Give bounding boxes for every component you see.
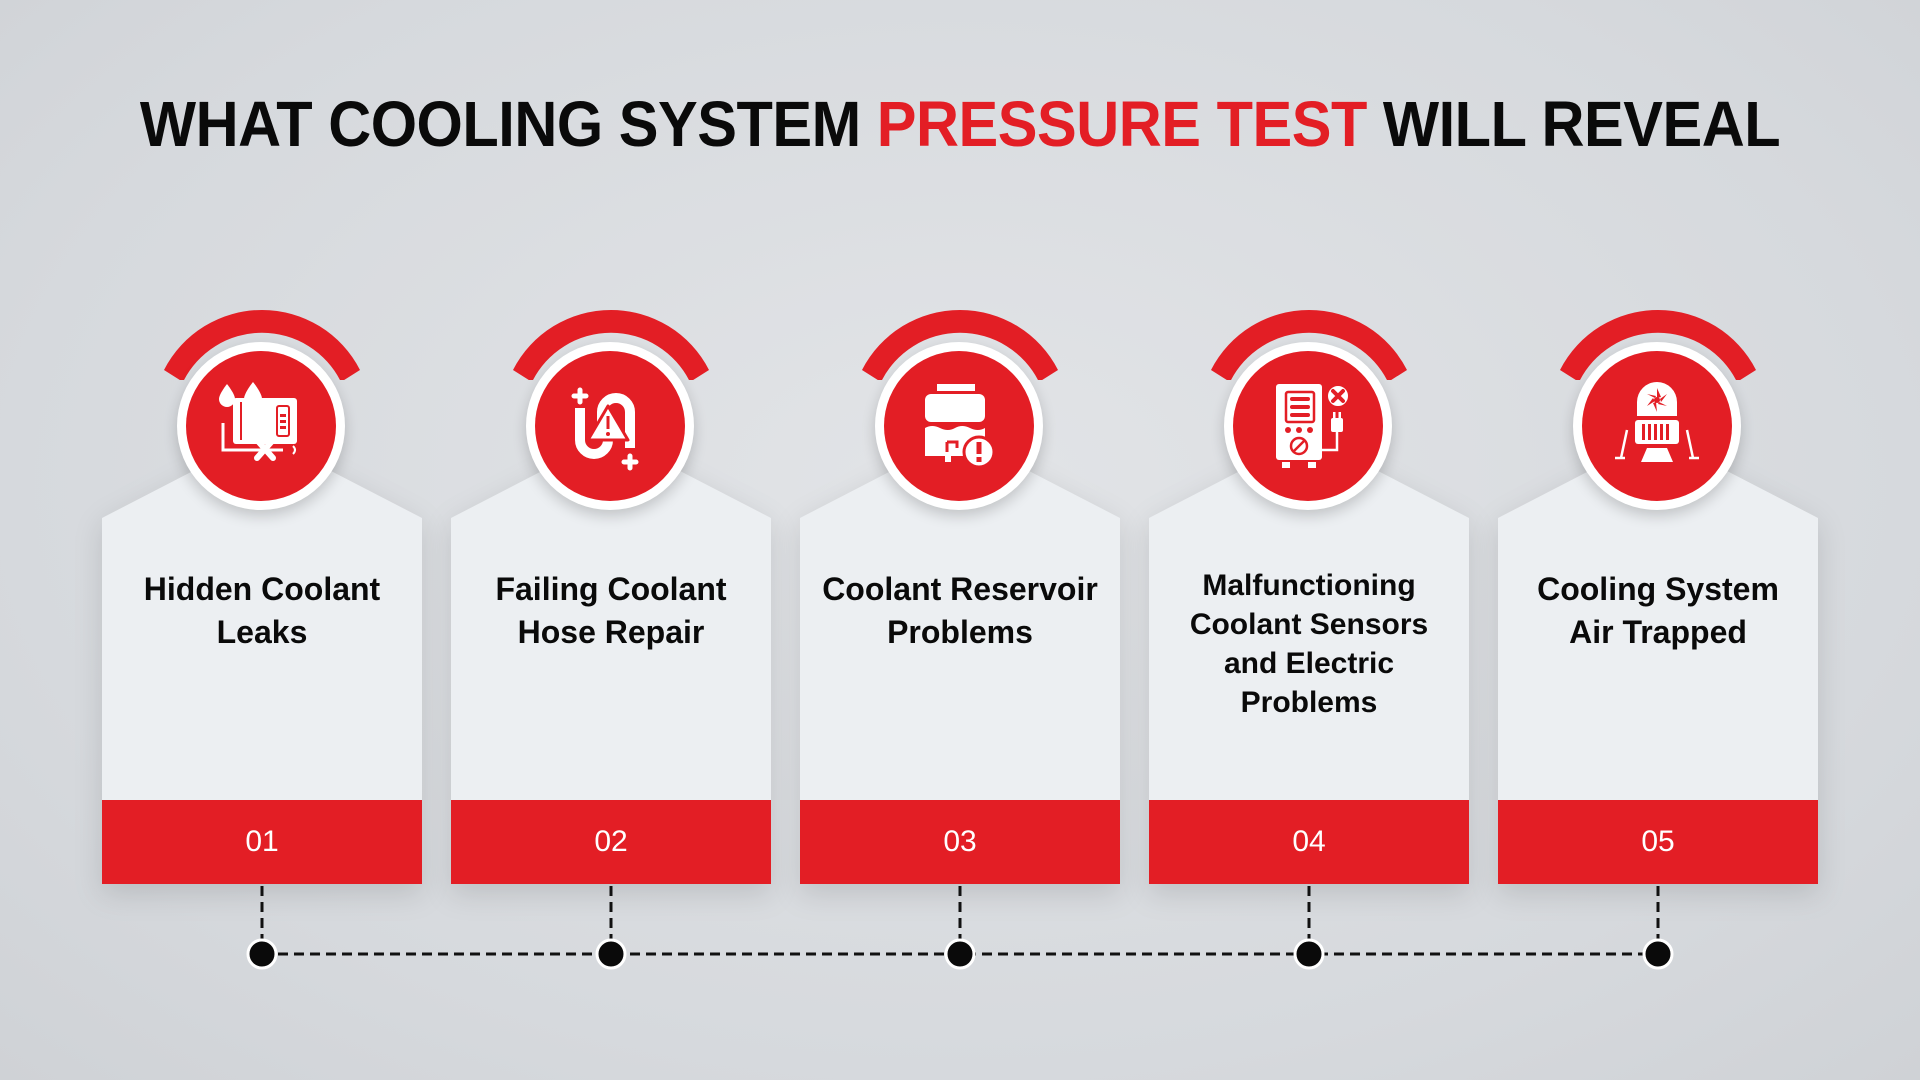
card-number: 01 <box>102 800 422 884</box>
card-shape <box>451 300 771 884</box>
reservoir-alert-icon <box>925 384 996 469</box>
card-number: 04 <box>1149 800 1469 884</box>
arc-decoration <box>513 309 709 380</box>
timeline-dot <box>246 938 278 970</box>
coolant-leak-icon <box>219 382 297 461</box>
electric-sensor-fault-icon <box>1276 384 1350 468</box>
card-label: Cooling System Air Trapped <box>1537 571 1779 650</box>
fan-unit-icon <box>1615 382 1699 462</box>
arc-decoration <box>164 309 360 380</box>
title-highlight: PRESSURE TEST <box>876 88 1368 160</box>
card-label: Failing Coolant Hose Repair <box>495 571 727 650</box>
title-text-end: WILL REVEAL <box>1366 88 1781 160</box>
card-number: 05 <box>1498 800 1818 884</box>
card-shape <box>800 300 1120 884</box>
timeline-dot <box>1642 938 1674 970</box>
icon-badge <box>526 342 694 510</box>
page-title: WHAT COOLING SYSTEM PRESSURE TEST WILL R… <box>67 88 1853 160</box>
card-number: 03 <box>800 800 1120 884</box>
card-shape <box>102 300 422 884</box>
arc-decoration <box>1560 309 1756 380</box>
icon-badge <box>177 342 345 510</box>
card-shape <box>1149 300 1469 884</box>
card-label: Malfunctioning Coolant Sensors and Elect… <box>1189 569 1429 719</box>
card-3: Coolant Reservoir Problems 03 <box>800 300 1120 884</box>
card-5: Cooling System Air Trapped 05 <box>1498 300 1818 884</box>
title-text: WHAT COOLING SYSTEM <box>139 88 877 160</box>
timeline-dot <box>595 938 627 970</box>
timeline-dot <box>1293 938 1325 970</box>
card-label: Coolant Reservoir Problems <box>822 571 1098 650</box>
icon-badge <box>1224 342 1392 510</box>
card-4: Malfunctioning Coolant Sensors and Elect… <box>1149 300 1469 884</box>
card-1: Hidden Coolant Leaks 01 <box>102 300 422 884</box>
card-number: 02 <box>451 800 771 884</box>
arc-decoration <box>1211 309 1407 380</box>
timeline-dot <box>944 938 976 970</box>
card-label: Hidden Coolant Leaks <box>143 571 381 650</box>
card-2: Failing Coolant Hose Repair 02 <box>451 300 771 884</box>
card-shape <box>1498 300 1818 884</box>
arc-decoration <box>862 309 1058 380</box>
timeline-connector <box>246 886 1674 970</box>
hose-warning-icon <box>571 387 639 471</box>
icon-badge <box>1573 342 1741 510</box>
icon-badge <box>875 342 1043 510</box>
